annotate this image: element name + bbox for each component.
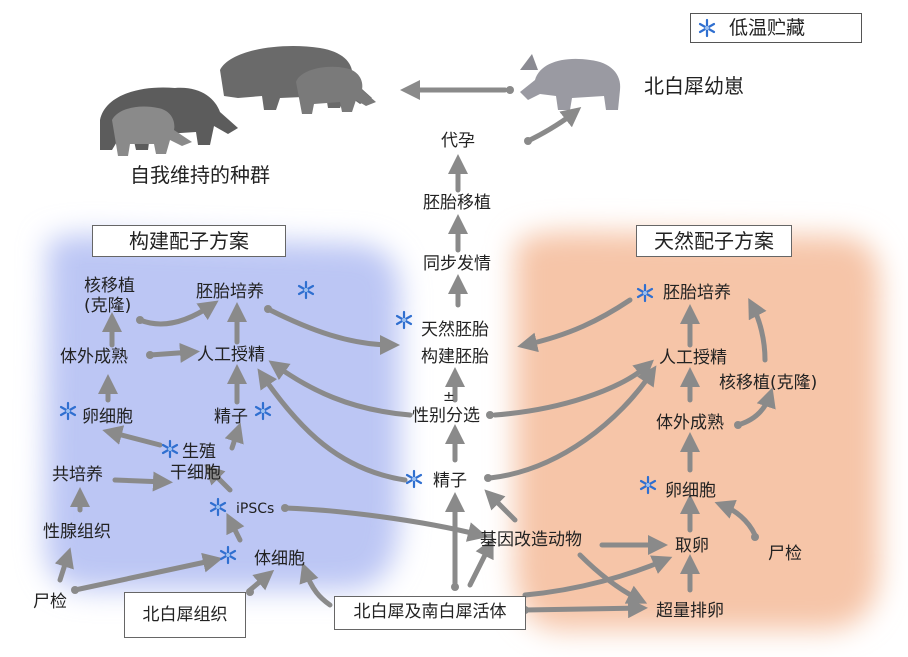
nt-label-line2: (克隆) [84,296,132,316]
arrow-sperm-to-c-ai [257,368,408,483]
constructed-embryo-label: 构建胚胎 [421,347,489,367]
arrow-ipsc-to-gm [282,505,488,542]
live-animals-box: 北白犀及南白犀活体 [334,596,526,630]
arrow-somatic-to-ipsc [226,512,245,543]
sex-selection-label: 性别分选 [412,406,480,426]
nwr-tissue-box: 北白犀组织 [124,592,246,638]
arrow-ivm-to-nt [735,387,776,428]
embryo-transfer-label: 胚胎移植 [423,193,491,213]
population-label: 自我维持的种群 [130,163,270,187]
calf-label: 北白犀幼崽 [644,74,744,98]
ipscs-label: iPSCs [236,501,275,517]
legend: 低温贮藏 [690,13,862,43]
snowflake-icon [698,18,716,38]
natural-title: 天然配子方案 [636,225,792,257]
arrow-germ-to-sperm [224,422,244,451]
c-oocyte-label: 卵细胞 [82,407,133,427]
natural-region [515,231,880,630]
estrus-label: 同步发情 [423,254,491,274]
arrow-gm-to-sperm [484,489,518,523]
sperm-center-label: 精子 [433,471,467,491]
arrow-sex-to-c-ai [268,360,413,418]
arrow-sperm-to-n-ai [487,365,657,481]
arrow-nt-to-c-embryo [137,300,219,327]
arrow-c-embryo-to-embryo [267,307,400,355]
superovulation-label: 超量排卵 [656,601,724,621]
arrow-tissue-to-somatic [247,569,275,593]
arrow-necropsy-to-somatic [72,552,223,593]
arrow-live-to-super [522,598,648,619]
c-ivm-label: 体外成熟 [60,347,128,367]
arrow-live-to-somatic [299,562,333,608]
arrow-sex-to-n-ai [492,359,654,418]
arrow-coculture-to-germ [112,471,173,492]
somatic-cell-label: 体细胞 [254,549,305,569]
rhino-calf-illustration [520,54,621,110]
n-ai-label: 人工授精 [659,348,727,368]
n-necropsy-label: 尸检 [768,544,802,564]
arrow-germ-to-oocyte [102,425,163,448]
gonadal-tissue-label: 性腺组织 [43,522,111,542]
legend-label: 低温贮藏 [729,17,806,39]
constructed-region [45,234,400,591]
coculture-label: 共培养 [52,465,103,485]
n-nt-label: 核移植(克隆) [719,373,818,393]
arrow-nt-to-n-embryo [748,297,768,363]
n-ivm-label: 体外成熟 [656,413,724,433]
germ-cell-line2: 干细胞 [170,463,221,483]
c-ai-label: 人工授精 [197,345,265,365]
arrow-necropsy-to-gonad [54,547,74,583]
arrow-ivm-to-c-ai [147,342,200,363]
rhino-herd-illustration [100,18,376,156]
plus-minus-label: ± [443,389,455,405]
arrow-surrogacy-to-calf [527,107,582,143]
c-sperm-label: 精子 [214,407,248,427]
gm-animals-label: 基因改造动物 [480,530,582,550]
n-oocyte-label: 卵细胞 [665,481,716,501]
arrow-n-embryo-to-embryo [517,297,633,353]
surrogacy-label: 代孕 [441,131,475,151]
arrow-ipsc-to-germ [204,464,233,493]
arrow-live-to-gm [467,537,494,588]
ovum-pickup-label: 取卵 [675,536,709,556]
c-embryo-culture-label: 胚胎培养 [196,282,264,302]
nt-label-line1: 核移植 [84,276,135,296]
snowflake-icon [405,469,423,489]
arrow-live-to-pickup [522,555,673,598]
constructed-title: 构建配子方案 [92,225,286,257]
n-embryo-culture-label: 胚胎培养 [663,283,731,303]
natural-embryo-label: 天然胚胎 [421,320,489,340]
arrow-necropsy-to-oocyte [714,499,758,538]
c-necropsy-label: 尸检 [33,592,67,612]
germ-cell-line1: 生殖 [182,442,216,462]
